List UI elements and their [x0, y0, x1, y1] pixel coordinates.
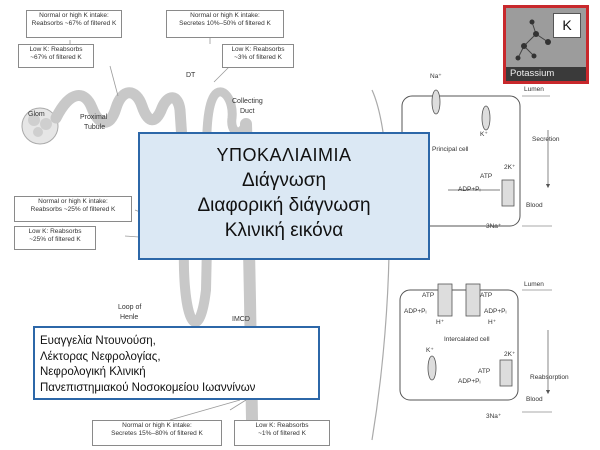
principal-3na-label: 3Na⁺	[486, 223, 502, 230]
proximal-label: Proximal	[80, 114, 108, 121]
pt-low-line1: Low K: Reabsorbs	[29, 46, 83, 53]
author-box: Ευαγγελία Ντουνούση, Λέκτορας Νεφρολογία…	[33, 326, 320, 400]
intercalated-h2-label: H⁺	[488, 319, 497, 326]
principal-atp-label: ATP	[480, 173, 493, 180]
pt-low-line2: ~67% of filtered K	[30, 54, 82, 61]
principal-lumen-label: Lumen	[524, 86, 544, 93]
cd-low-box: Low K: Reabsorbs ~1% of filtered K	[234, 420, 330, 446]
title-box: ΥΠΟΚΑΛΙΑΙΜΙΑ Διάγνωση Διαφορική διάγνωση…	[138, 132, 430, 260]
molecule-icon	[515, 19, 551, 61]
loop-low-line2: ~25% of filtered K	[29, 236, 81, 243]
cd-low-line1: Low K: Reabsorbs	[255, 422, 309, 429]
duct-label: Duct	[240, 108, 255, 115]
loop-low-box: Low K: Reabsorbs ~25% of filtered K	[14, 226, 96, 250]
loop-low-line1: Low K: Reabsorbs	[28, 228, 82, 235]
dt-low-line1: Low K: Reabsorbs	[231, 46, 285, 53]
element-name: Potassium	[506, 67, 586, 81]
author-hospital: Πανεπιστημιακού Νοσοκομείου Ιωαννίνων	[40, 381, 256, 394]
cd-low-line2: ~1% of filtered K	[258, 430, 306, 437]
pt-normal-line1: Normal or high K intake:	[39, 12, 109, 19]
principal-cell-shape	[401, 89, 552, 227]
intercalated-cell-name: Intercalated cell	[444, 336, 490, 343]
author-dept: Νεφρολογική Κλινική	[40, 366, 146, 378]
title-clinical: Κλινική εικόνα	[224, 220, 344, 241]
pt-low-box: Low K: Reabsorbs ~67% of filtered K	[18, 44, 94, 68]
pt-normal-box: Normal or high K intake: Reabsorbs ~67% …	[26, 10, 122, 38]
principal-2k-label: 2K⁺	[504, 164, 516, 171]
loop-normal-line2: Reabsorbs ~25% of filtered K	[30, 206, 116, 213]
reabsorption-label: Reabsorption	[530, 374, 569, 381]
loop-normal-line1: Normal or high K intake:	[38, 198, 108, 205]
cd-normal-box: Normal or high K intake: Secretes 15%–80…	[92, 420, 222, 446]
dt-normal-line2: Secretes 10%–50% of filtered K	[179, 20, 271, 27]
author-role: Λέκτορας Νεφρολογίας,	[40, 350, 161, 363]
henle-label: Henle	[120, 314, 139, 321]
tubule-label: Tubule	[84, 124, 106, 131]
glomerulus-shape	[21, 107, 59, 145]
principal-k-label: K⁺	[480, 131, 488, 138]
intercalated-h1-label: H⁺	[436, 319, 445, 326]
proximal-tubule-shape	[50, 87, 188, 146]
title-main: ΥΠΟΚΑΛΙΑΙΜΙΑ	[216, 145, 352, 165]
principal-adp-label: ADP+Pᵢ	[458, 186, 481, 193]
imcd-label: IMCD	[232, 316, 250, 323]
intercalated-2k-label: 2K⁺	[504, 351, 516, 358]
potassium-tile: K Potassium	[503, 5, 589, 84]
intercalated-atp3-label: ATP	[478, 368, 491, 375]
dt-low-box: Low K: Reabsorbs ~3% of filtered K	[222, 44, 294, 68]
cd-normal-line2: Secretes 15%–80% of filtered K	[111, 430, 203, 437]
pt-normal-line2: Reabsorbs ~67% of filtered K	[31, 20, 117, 27]
title-differential: Διαφορική διάγνωση	[197, 195, 371, 216]
cd-normal-line1: Normal or high K intake:	[122, 422, 192, 429]
intercalated-adp2-label: ADP+Pᵢ	[484, 308, 507, 315]
intercalated-k-label: K⁺	[426, 347, 434, 354]
intercalated-atp1-label: ATP	[422, 292, 435, 299]
intercalated-lumen-label: Lumen	[524, 281, 544, 288]
loop-label: Loop of	[118, 304, 142, 311]
glom-label: Glom	[28, 111, 45, 118]
dt-low-line2: ~3% of filtered K	[234, 54, 282, 61]
descending-limb-shape	[177, 135, 213, 327]
secretion-label: Secretion	[532, 136, 560, 143]
dt-label: DT	[186, 72, 196, 79]
intercalated-3na-label: 3Na⁺	[486, 413, 502, 420]
intercalated-cell-shape	[399, 283, 552, 413]
intercalated-atp2-label: ATP	[480, 292, 493, 299]
intercalated-blood-label: Blood	[526, 396, 543, 403]
title-diagnosis: Διάγνωση	[241, 170, 327, 191]
principal-na-label: Na⁺	[430, 73, 442, 80]
dt-normal-line1: Normal or high K intake:	[190, 12, 260, 19]
dt-normal-box: Normal or high K intake: Secretes 10%–50…	[166, 10, 284, 38]
loop-normal-box: Normal or high K intake: Reabsorbs ~25% …	[14, 196, 132, 222]
intercalated-adp3-label: ADP+Pᵢ	[458, 378, 481, 385]
element-symbol: K	[553, 13, 581, 38]
principal-blood-label: Blood	[526, 202, 543, 209]
collecting-label: Collecting	[232, 98, 263, 105]
author-name: Ευαγγελία Ντουνούση,	[40, 335, 156, 347]
principal-cell-name: Principal cell	[432, 146, 469, 153]
intercalated-adp1-label: ADP+Pᵢ	[404, 308, 427, 315]
